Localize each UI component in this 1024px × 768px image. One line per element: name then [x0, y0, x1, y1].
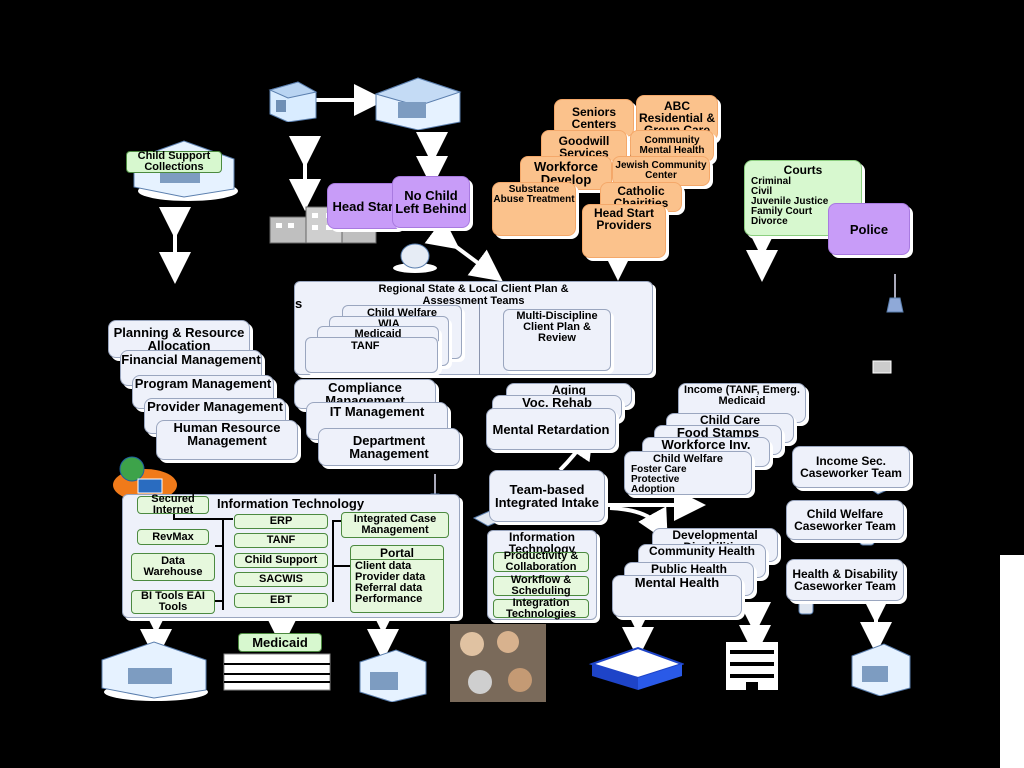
head-start-box: Head Start [327, 183, 403, 229]
portal-box: Portal Client data Provider data Referra… [350, 545, 444, 613]
building-icon-small [268, 81, 318, 122]
workflow-scheduling-item: Workflow & Scheduling [493, 575, 589, 597]
income-sec-caseworker-box: Income Sec. Caseworker Team [792, 446, 910, 488]
mental-retardation-box: Mental Retardation [486, 408, 616, 450]
courts-item-juvenile-justice: Juvenile Justice [751, 196, 829, 207]
team-based-intake-box: Team-based Integrated Intake [489, 470, 605, 522]
courts-item-family-court: Family Court [751, 206, 813, 217]
small-device-icon [872, 360, 892, 374]
head-start-providers-box: Head Start Providers [582, 204, 666, 258]
integration-technologies-item: Integration Technologies [493, 597, 589, 619]
regional-divider [479, 300, 480, 375]
portal-item-referral-data: Referral data [355, 582, 423, 594]
child-welfare-programs-box: Child Welfare Foster Care Protective Ado… [624, 451, 752, 495]
it-panel-title: Information Technology [217, 496, 365, 511]
family-photo-icon [450, 624, 546, 702]
bottom-building-icon-3 [359, 649, 427, 702]
hospital-icon [588, 646, 684, 690]
child-welfare-title: Child Welfare [652, 453, 724, 465]
regional-teams-title: Regional State & Local Client Plan & Ass… [378, 283, 569, 307]
right-edge-panel [1000, 555, 1024, 768]
it-connector-3 [222, 520, 224, 610]
satellite-icon [393, 243, 437, 273]
regional-edge-text: s [295, 296, 303, 311]
antenna-icon [886, 274, 904, 313]
bottom-building-icon-1 [101, 641, 208, 701]
ebt-item: EBT [234, 593, 328, 608]
mental-health-box: Mental Health [612, 575, 742, 617]
courts-item-divorce: Divorce [751, 216, 788, 227]
stack-tanf: TANF [305, 337, 438, 373]
data-warehouse-item: Data Warehouse [131, 553, 215, 581]
sacwis-item: SACWIS [234, 572, 328, 587]
multi-discipline-box: Multi-Discipline Client Plan & Review [503, 309, 611, 371]
building-icon-large [374, 77, 462, 130]
courts-title: Courts [783, 163, 823, 177]
medicaid-building-icon [223, 653, 331, 691]
it-connector-5 [215, 600, 224, 602]
productivity-collaboration-item: Productivity & Collaboration [493, 551, 589, 573]
arrow-diagonal-regional [424, 217, 503, 282]
jewish-community-center-box: Jewish Community Center [612, 156, 710, 186]
revmax-item: RevMax [137, 529, 209, 545]
no-child-left-behind-box: No Child Left Behind [392, 176, 470, 228]
erp-item: ERP [234, 514, 328, 529]
protective-item: Protective [631, 474, 680, 485]
police-box: Police [828, 203, 910, 255]
tanf-item: TANF [234, 533, 328, 548]
integrated-case-management-item: Integrated Case Management [341, 512, 449, 538]
arrow-intake-down [609, 506, 668, 542]
office-tower-icon [726, 642, 778, 690]
adoption-item: Adoption [631, 484, 675, 495]
bi-tools-item: BI Tools EAI Tools [131, 590, 215, 614]
it-connector-7 [332, 520, 342, 522]
portal-title: Portal [351, 547, 443, 560]
department-management-box: Department Management [318, 428, 460, 466]
medicaid-label: Medicaid [238, 633, 322, 652]
child-support-collections-label: Child Support Collections [126, 151, 222, 173]
courts-item-civil: Civil [751, 186, 773, 197]
portal-item-provider-data: Provider data [355, 571, 426, 583]
health-disability-caseworker-box: Health & Disability Caseworker Team [786, 559, 904, 601]
it-connector-1 [173, 514, 175, 520]
it-connector-2 [173, 518, 233, 520]
portal-item-performance: Performance [355, 593, 423, 605]
human-resource-box: Human Resource Management [156, 420, 298, 460]
it-connector-8 [332, 565, 350, 567]
courts-item-criminal: Criminal [751, 176, 792, 187]
child-support-item: Child Support [234, 553, 328, 568]
internet-globe-icon [113, 456, 177, 501]
child-welfare-caseworker-box: Child Welfare Caseworker Team [786, 500, 904, 540]
substance-abuse-box: Substance Abuse Treatment [492, 182, 576, 236]
secured-internet-item: Secured Internet [137, 494, 209, 516]
portal-item-client-data: Client data [355, 560, 412, 572]
it-connector-6 [332, 520, 334, 602]
bottom-building-icon-6 [851, 643, 911, 696]
it-connector-4 [215, 545, 224, 547]
foster-care-item: Foster Care [631, 464, 687, 475]
